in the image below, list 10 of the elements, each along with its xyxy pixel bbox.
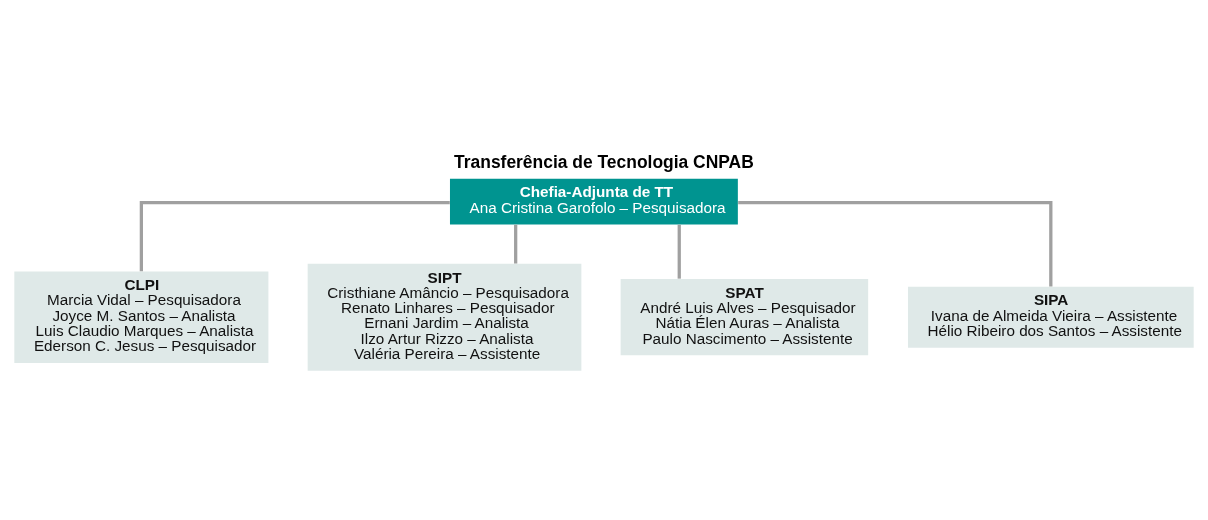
- connector: [514, 224, 518, 264]
- node-box: SIPT Cristhiane Amâncio – Pesquisadora Renato Linhares – Pesquisador Ernani Jardim – Analista Ilzo Artur Rizzo – Analista Valéria Pereira – Assistente: [307, 263, 582, 371]
- connector: [738, 200, 1053, 286]
- node-box: SPAT André Luis Alves – Pesquisador Nátia Élen Auras – Analista Paulo Nascimento – Assistente: [620, 278, 869, 355]
- node-box: SIPA Ivana de Almeida Vieira – Assistente Hélio Ribeiro dos Santos – Assistente: [907, 286, 1194, 348]
- diagram-title: Transferência de Tecnologia CNPAB: [454, 151, 754, 172]
- connector: [677, 224, 681, 279]
- node-box: CLPI Marcia Vidal – Pesquisadora Joyce M. Santos – Analista Luis Claudio Marques – Analista Ederson C. Jesus – Pesquisador: [14, 270, 269, 363]
- node-box: Chefia-Adjunta de TT Ana Cristina Garofolo – Pesquisadora: [449, 178, 738, 224]
- connector: [139, 200, 450, 271]
